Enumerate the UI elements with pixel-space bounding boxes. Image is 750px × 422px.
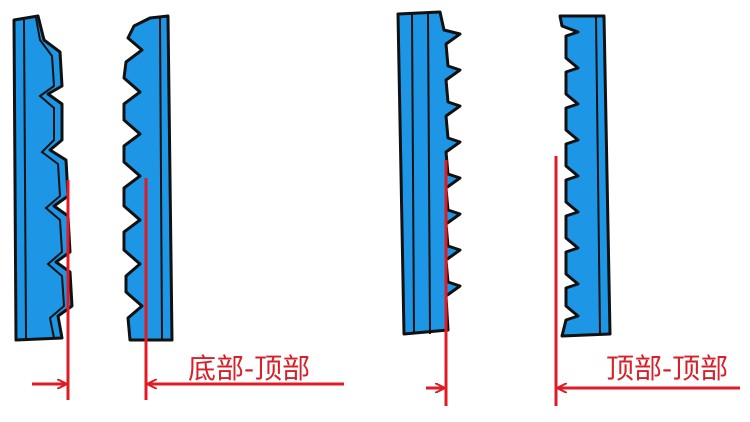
- right-dim-label: 顶部-顶部: [606, 352, 728, 385]
- right-assembly: 顶部-顶部: [396, 10, 740, 406]
- right-part-left-line-1: [411, 13, 415, 335]
- right-part-right-line: [595, 15, 601, 335]
- left-part-inner-line-2: [35, 17, 66, 339]
- left-part-inner-line-1: [23, 19, 27, 339]
- left-part-right: [122, 14, 174, 342]
- right-part-left-line-2: [427, 12, 431, 335]
- left-dim-label: 底部-顶部: [188, 352, 310, 385]
- left-part-right-inner-line: [159, 17, 163, 341]
- left-assembly: 底部-顶部: [12, 14, 344, 400]
- right-part-right: [558, 14, 612, 338]
